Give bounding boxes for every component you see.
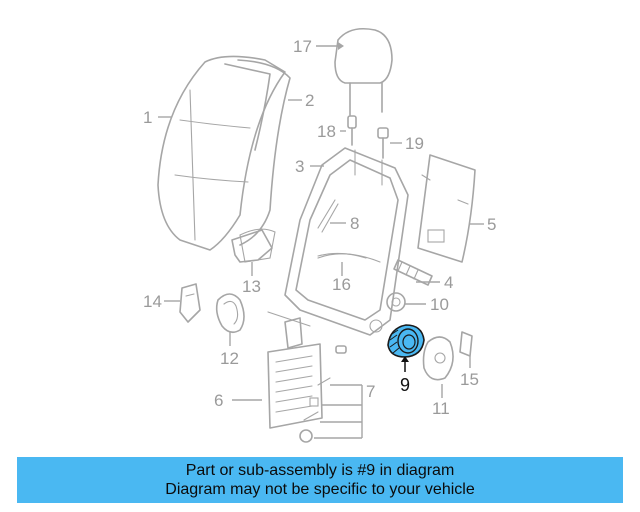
callout-14: 14 xyxy=(143,292,162,311)
callout-9: 9 xyxy=(400,375,410,395)
cover-part-11 xyxy=(422,336,454,381)
callout-2: 2 xyxy=(305,91,314,110)
part-14 xyxy=(179,283,201,323)
part-10 xyxy=(386,292,406,312)
callout-16: 16 xyxy=(332,275,351,294)
callout-12: 12 xyxy=(220,349,239,368)
callout-7: 7 xyxy=(366,382,375,401)
callout-labels: 17 1 2 18 19 3 8 5 13 16 4 14 10 12 9 15… xyxy=(143,37,496,418)
recliner-mechanism xyxy=(267,311,323,429)
back-panel xyxy=(417,154,476,263)
banner-line-1: Part or sub-assembly is #9 in diagram xyxy=(185,462,455,479)
banner-line-2: Diagram may not be specific to your vehi… xyxy=(165,481,475,498)
headrest-guides xyxy=(347,115,389,159)
part-4 xyxy=(393,259,433,286)
adjustment-knob-part-9 xyxy=(387,324,425,358)
callout-5: 5 xyxy=(487,215,496,234)
callout-18: 18 xyxy=(317,122,336,141)
callout-17: 17 xyxy=(293,37,312,56)
hardware-part-7 xyxy=(299,345,363,443)
leader-lines xyxy=(158,42,484,401)
part-16 xyxy=(317,252,367,259)
callout-3: 3 xyxy=(295,157,304,176)
callout-19: 19 xyxy=(405,134,424,153)
parts-diagram: 17 1 2 18 19 3 8 5 13 16 4 14 10 12 9 15… xyxy=(143,27,496,443)
seat-back-cushion xyxy=(157,55,291,263)
part-12 xyxy=(215,293,245,334)
callout-6: 6 xyxy=(214,391,223,410)
callout-13: 13 xyxy=(242,277,261,296)
callout-4: 4 xyxy=(444,273,453,292)
callout-8: 8 xyxy=(350,214,359,233)
callout-11: 11 xyxy=(432,399,450,418)
callout-15: 15 xyxy=(460,370,479,389)
info-banner: Part or sub-assembly is #9 in diagram Di… xyxy=(17,457,623,503)
headrest xyxy=(334,27,393,116)
callout-1: 1 xyxy=(143,108,152,127)
part-15 xyxy=(459,331,473,357)
seat-back-frame xyxy=(284,147,409,336)
part-13 xyxy=(231,229,273,263)
callout-10: 10 xyxy=(430,295,449,314)
